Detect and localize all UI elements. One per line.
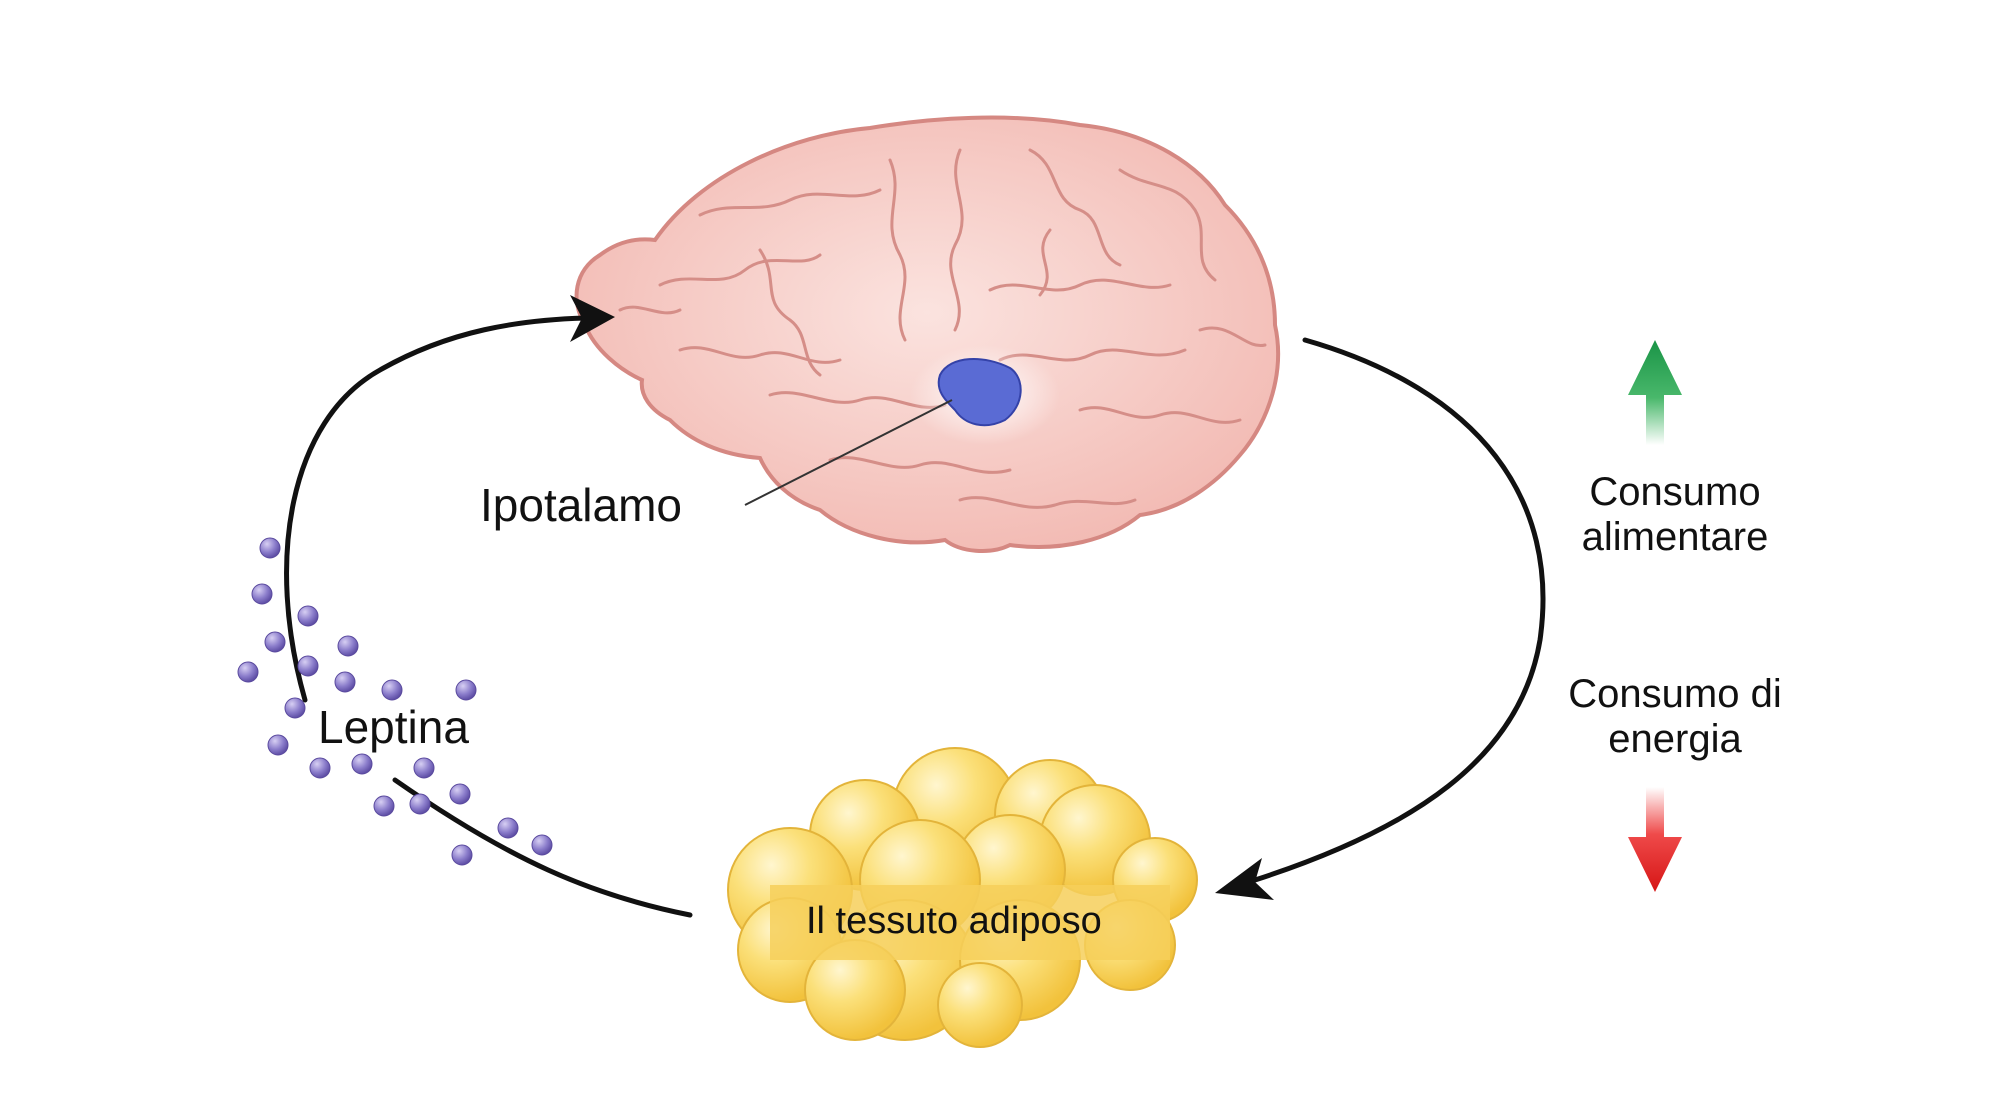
- cycle-arrows: [284, 315, 1546, 918]
- leptin-molecule: [373, 795, 395, 817]
- energy-line1: Consumo di: [1568, 672, 1782, 716]
- leptin-molecule: [351, 753, 373, 775]
- leptin-molecule: [531, 834, 553, 856]
- brain-shape: [574, 115, 1281, 553]
- leptin-molecule: [284, 697, 306, 719]
- leptin-molecule: [264, 631, 286, 653]
- leptin-molecule: [334, 671, 356, 693]
- adipose-tissue-cluster: [727, 747, 1198, 1048]
- leptin-molecule: [455, 679, 477, 701]
- leptin-molecule: [267, 734, 289, 756]
- food-intake-label: Consumo alimentare: [1545, 470, 1805, 560]
- arrowhead-brain: [570, 295, 615, 342]
- up-arrow-icon: [1628, 340, 1682, 445]
- arrow-to-brain: [284, 315, 588, 703]
- leptin-molecule: [409, 793, 431, 815]
- leptin-molecule: [413, 757, 435, 779]
- leptin-label: Leptina: [318, 701, 469, 753]
- leptin-molecule: [251, 583, 273, 605]
- leptin-molecule: [297, 655, 319, 677]
- leptin-molecule: [309, 757, 331, 779]
- leptin-molecule: [259, 537, 281, 559]
- hypothalamus-region: [937, 358, 1022, 427]
- leptin-molecule: [237, 661, 259, 683]
- leptin-molecule: [381, 679, 403, 701]
- leptin-molecule: [497, 817, 519, 839]
- hypothalamus-pointer-line: [744, 399, 953, 506]
- leptin-molecule: [297, 605, 319, 627]
- hypothalamus-label: Ipotalamo: [480, 479, 683, 531]
- energy-line2: energia: [1608, 717, 1742, 761]
- arrow-brain-to-adipose: [1252, 337, 1546, 883]
- food-intake-line1: Consumo: [1589, 470, 1761, 514]
- brain-illustration: [574, 115, 1281, 553]
- arrowhead-adipose: [1215, 858, 1274, 900]
- down-arrow-icon: [1628, 787, 1682, 892]
- arrow-adipose-to-leptin: [392, 777, 693, 918]
- leptin-molecule: [449, 783, 471, 805]
- leptin-molecule: [337, 635, 359, 657]
- energy-expenditure-label: Consumo di energia: [1530, 672, 1820, 762]
- adipose-label: Il tessuto adiposo: [806, 900, 1102, 942]
- food-intake-line2: alimentare: [1581, 515, 1769, 559]
- leptin-molecules: [237, 537, 553, 866]
- leptin-molecule: [451, 844, 473, 866]
